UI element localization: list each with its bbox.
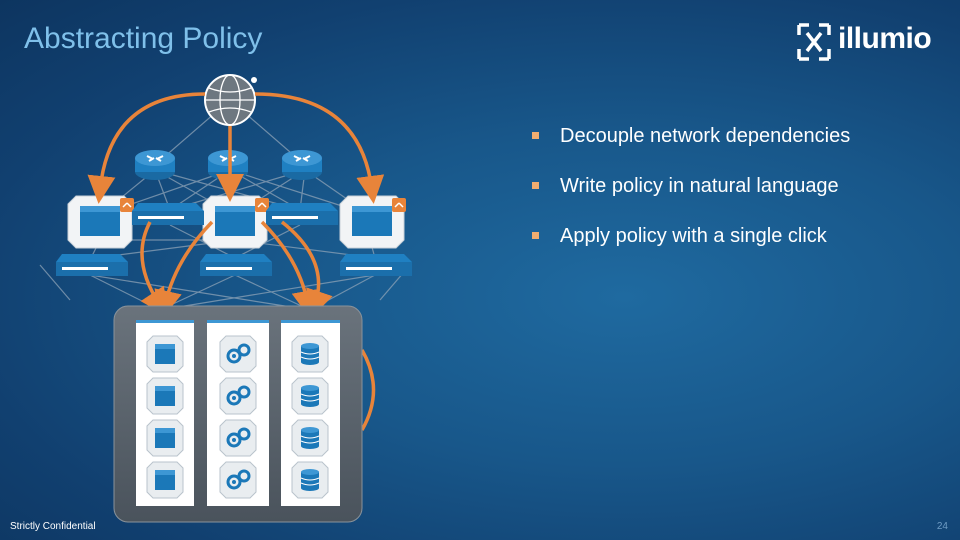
switch-icon <box>132 203 204 225</box>
bullet-list: Decouple network dependencies Write poli… <box>530 122 850 272</box>
gear-icon <box>218 418 258 458</box>
network-diagram <box>39 74 412 523</box>
database-icon <box>291 461 329 499</box>
database-icon <box>291 335 329 373</box>
confidentiality-label: Strictly Confidential <box>10 521 96 532</box>
router-icon <box>134 149 176 181</box>
slide-title: Abstracting Policy <box>24 22 263 55</box>
bullet-item: Decouple network dependencies <box>530 122 850 172</box>
return-arrow <box>360 349 376 431</box>
illumio-logo-icon <box>797 23 831 61</box>
bullet-text: Write policy in natural language <box>560 175 839 197</box>
router-icon <box>281 149 323 181</box>
bullet-marker-icon <box>532 232 539 239</box>
lock-icon <box>119 197 135 213</box>
lock-icon <box>391 197 407 213</box>
server-icon <box>146 377 184 415</box>
database-icon <box>291 377 329 415</box>
database-icon <box>291 419 329 457</box>
gear-icon <box>218 376 258 416</box>
illumio-logo: illumio <box>796 22 946 62</box>
switch-icon <box>56 254 128 276</box>
server-icon <box>146 419 184 457</box>
server-icon <box>146 461 184 499</box>
switch-icon <box>266 203 338 225</box>
gear-icon <box>218 334 258 374</box>
bullet-marker-icon <box>532 132 539 139</box>
globe-icon <box>204 74 257 126</box>
router-icon <box>207 149 249 181</box>
server-icon <box>146 335 184 373</box>
brand-name: illumio <box>838 22 932 55</box>
bullet-marker-icon <box>532 182 539 189</box>
switch-icon <box>340 254 412 276</box>
bullet-item: Write policy in natural language <box>530 172 850 222</box>
switch-icon <box>200 254 272 276</box>
gear-icon <box>218 460 258 500</box>
bullet-text: Apply policy with a single click <box>560 225 827 247</box>
policy-arrows <box>87 92 385 319</box>
bullet-text: Decouple network dependencies <box>560 125 851 147</box>
bullet-item: Apply policy with a single click <box>530 222 850 272</box>
page-number: 24 <box>936 521 948 532</box>
